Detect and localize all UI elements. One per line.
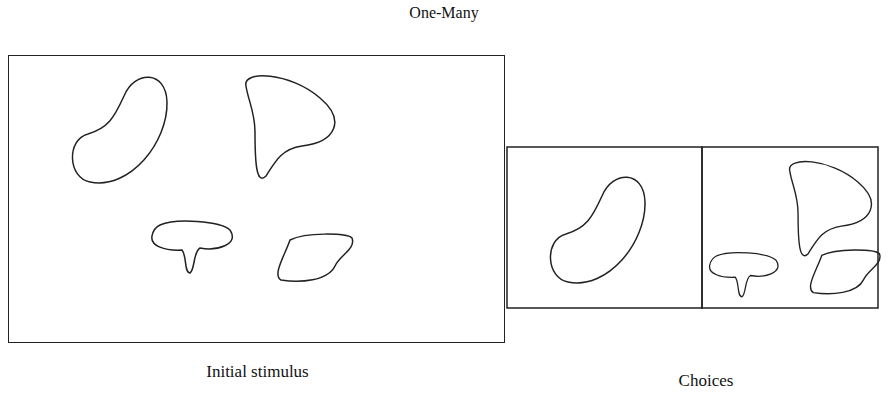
single-choice-box (507, 147, 702, 308)
figure-title: One-Many (409, 4, 478, 22)
hooked-blob (810, 250, 879, 294)
many-choice-box (702, 147, 878, 308)
triangular-blob (790, 162, 872, 256)
kidney-blob (550, 177, 645, 283)
hooked-blob (278, 234, 353, 281)
triangular-blob (246, 76, 335, 178)
stimulus-box: Initial stimulus (8, 55, 505, 343)
mushroom-blob (710, 253, 778, 297)
mushroom-blob (152, 221, 233, 273)
kidney-blob (72, 77, 167, 183)
box-caption: Initial stimulus (206, 362, 308, 382)
group-caption: Choices (679, 371, 734, 391)
